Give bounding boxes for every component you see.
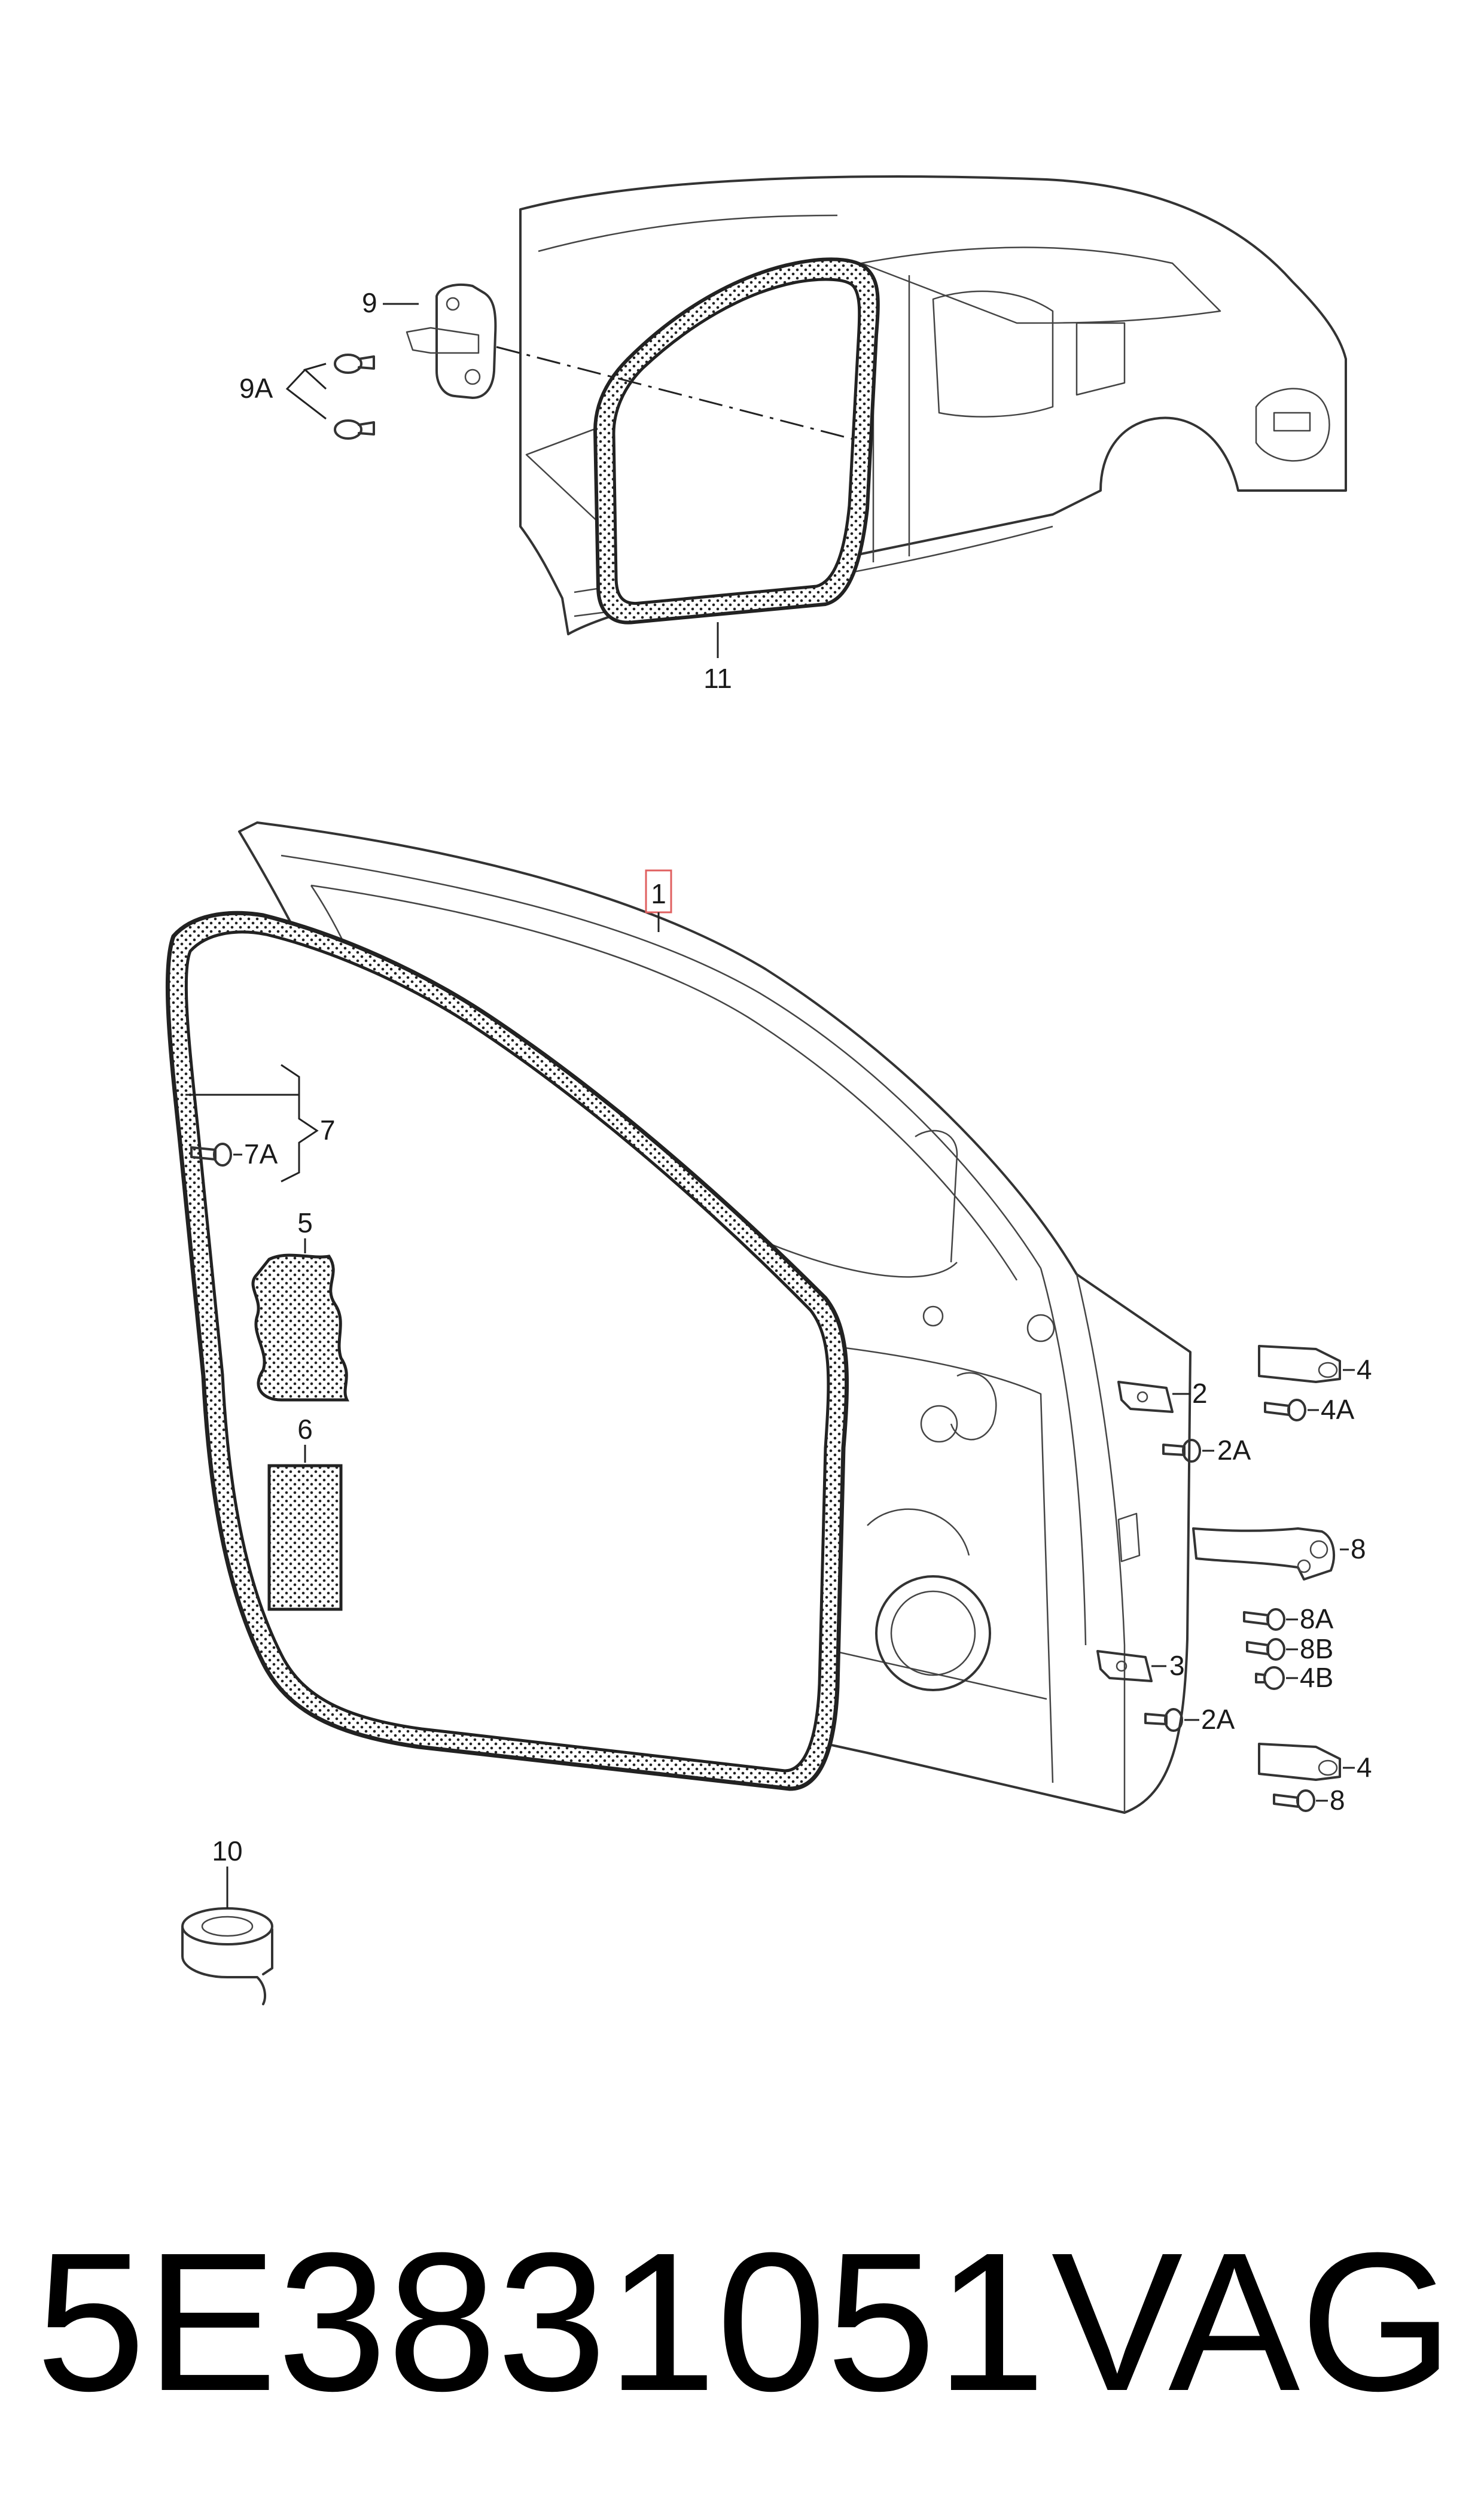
adhesive-tape-roll-10 xyxy=(181,1907,273,2005)
hinge-bracket-2 xyxy=(1117,1381,1174,1413)
part-7-bracket xyxy=(185,1064,319,1183)
screw-7A xyxy=(190,1143,232,1167)
callout-8B: 8B xyxy=(1300,1633,1333,1664)
door-seal-inner xyxy=(184,930,830,1773)
callout-6: 6 xyxy=(297,1414,313,1445)
callout-9: 9 xyxy=(362,287,377,318)
bolt-9A-upper xyxy=(334,354,375,374)
callout-11: 11 xyxy=(703,663,732,694)
bolt-2A-lower xyxy=(1144,1708,1183,1732)
callout-2A-lower: 2A xyxy=(1201,1704,1235,1735)
screw-8B xyxy=(1246,1638,1285,1661)
callout-2A-upper: 2A xyxy=(1217,1435,1251,1466)
damping-pad-6 xyxy=(267,1464,343,1611)
callout-8-lower: 8 xyxy=(1330,1785,1345,1816)
bolt-9A-lower xyxy=(334,419,375,440)
hinge-4-lower xyxy=(1258,1743,1341,1781)
screw-4A xyxy=(1264,1399,1306,1421)
callout-4-upper: 4 xyxy=(1357,1354,1372,1385)
callout-1: 1 xyxy=(651,878,666,909)
callout-4-lower: 4 xyxy=(1357,1752,1372,1783)
brand-label: VAG xyxy=(1052,2211,1453,2432)
callout-7A: 7A xyxy=(244,1138,278,1170)
callout-10: 10 xyxy=(212,1835,242,1867)
hinge-bracket-3 xyxy=(1096,1650,1153,1682)
callout-4A: 4A xyxy=(1321,1394,1355,1425)
foam-pad-5 xyxy=(251,1253,350,1402)
callout-8-upper: 8 xyxy=(1351,1533,1366,1564)
callout-7: 7 xyxy=(320,1115,336,1146)
cap-4B xyxy=(1255,1666,1285,1690)
callout-3: 3 xyxy=(1169,1650,1185,1681)
callout-4B: 4B xyxy=(1300,1662,1333,1693)
callout-2: 2 xyxy=(1192,1378,1208,1409)
screw-8A xyxy=(1243,1608,1285,1631)
callout-9A: 9A xyxy=(239,373,273,404)
bolt-2A-upper xyxy=(1162,1439,1201,1463)
callout-5: 5 xyxy=(297,1207,313,1238)
hinge-4-upper xyxy=(1258,1345,1341,1383)
part-number: 5E3831051 xyxy=(36,2211,1046,2432)
door-opening-seal-11-inner xyxy=(612,278,861,605)
door-check-strap-8 xyxy=(1192,1527,1335,1581)
screw-8-lower xyxy=(1273,1789,1315,1812)
door-striker-9 xyxy=(406,283,497,399)
callout-8A: 8A xyxy=(1300,1603,1334,1634)
